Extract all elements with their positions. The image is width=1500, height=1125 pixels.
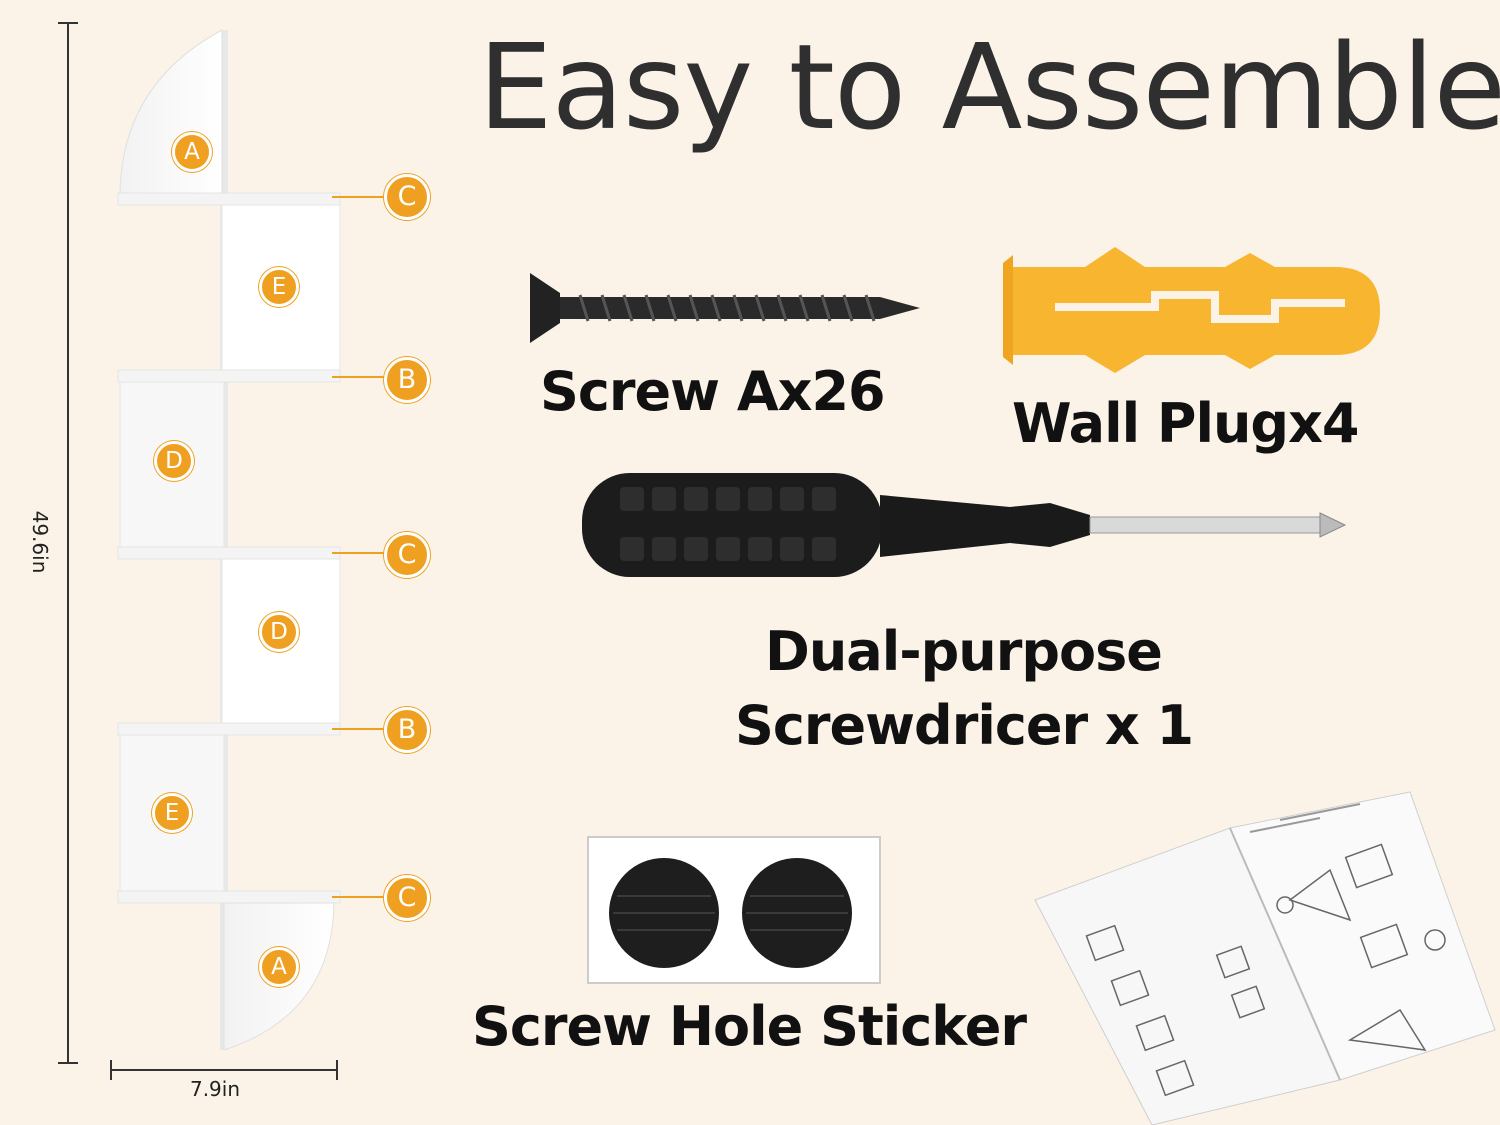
width-dimension-label: 7.9in [189, 1077, 241, 1101]
part-badge-b: B [384, 357, 430, 403]
part-badge-d: D [154, 441, 194, 481]
screwdriver-label-line1: Dual-purpose [765, 620, 1163, 683]
screwdriver-label-line2: Screwdricer x 1 [735, 694, 1194, 757]
part-badge-c: C [384, 532, 430, 578]
part-badge-d: D [259, 612, 299, 652]
part-badge-c: C [384, 875, 430, 921]
instruction-manual-image [1034, 791, 1496, 1125]
wall-plug-label: Wall Plugx4 [1012, 392, 1359, 455]
width-dimension-line [110, 1060, 338, 1080]
part-badge-e: E [259, 267, 299, 307]
wall-plug-image [1003, 247, 1380, 373]
screwdriver-image [582, 473, 1347, 577]
part-badge-c: C [384, 174, 430, 220]
part-badge-a: A [259, 947, 299, 987]
part-badge-a: A [172, 132, 212, 172]
height-dimension-line [58, 22, 78, 1064]
screw-image [530, 273, 920, 343]
height-dimension-label: 49.6in [28, 510, 52, 574]
page-title: Easy to Assemble [478, 18, 1500, 156]
screw-hole-sticker-label: Screw Hole Sticker [472, 995, 1027, 1058]
part-badge-b: B [384, 707, 430, 753]
part-badge-e: E [152, 793, 192, 833]
screw-hole-sticker-image [587, 836, 881, 984]
screw-label: Screw Ax26 [540, 360, 886, 423]
